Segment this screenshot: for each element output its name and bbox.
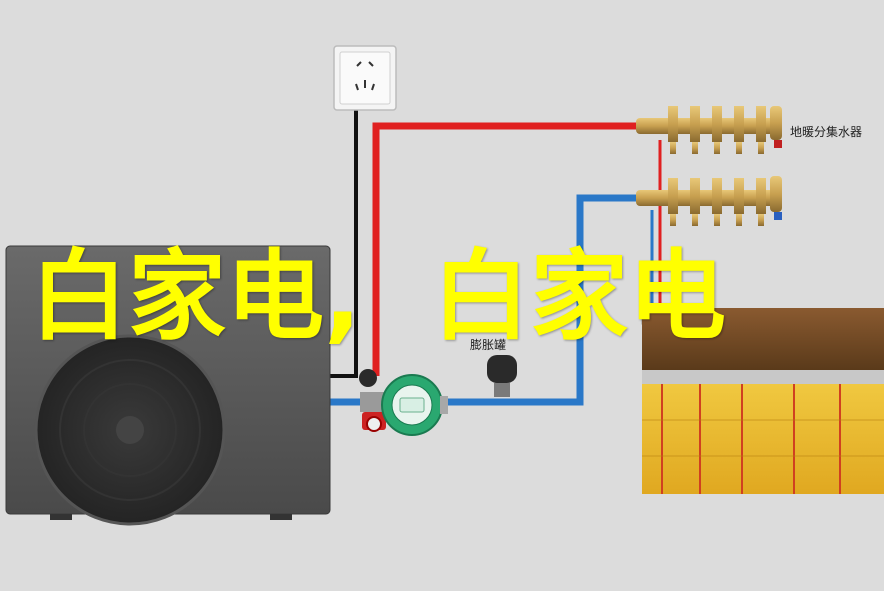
circulation-pump xyxy=(359,369,448,436)
watermark-text-1: 白家电, xyxy=(30,240,362,354)
manifold-label: 地暖分集水器 xyxy=(790,125,863,139)
wall-socket xyxy=(333,45,397,111)
return-manifold xyxy=(636,176,782,226)
heat-pump-unit xyxy=(5,245,331,526)
hot-water-pipe xyxy=(372,122,640,376)
expansion-tank xyxy=(487,355,517,397)
power-cable xyxy=(330,110,358,378)
cold-water-pipe xyxy=(330,194,640,406)
expansion-tank-label: 膨胀罐 xyxy=(470,338,507,352)
watermark-text-2: 白家电 xyxy=(432,240,727,354)
floor-heating-section xyxy=(642,308,884,494)
supply-manifold xyxy=(636,106,782,154)
